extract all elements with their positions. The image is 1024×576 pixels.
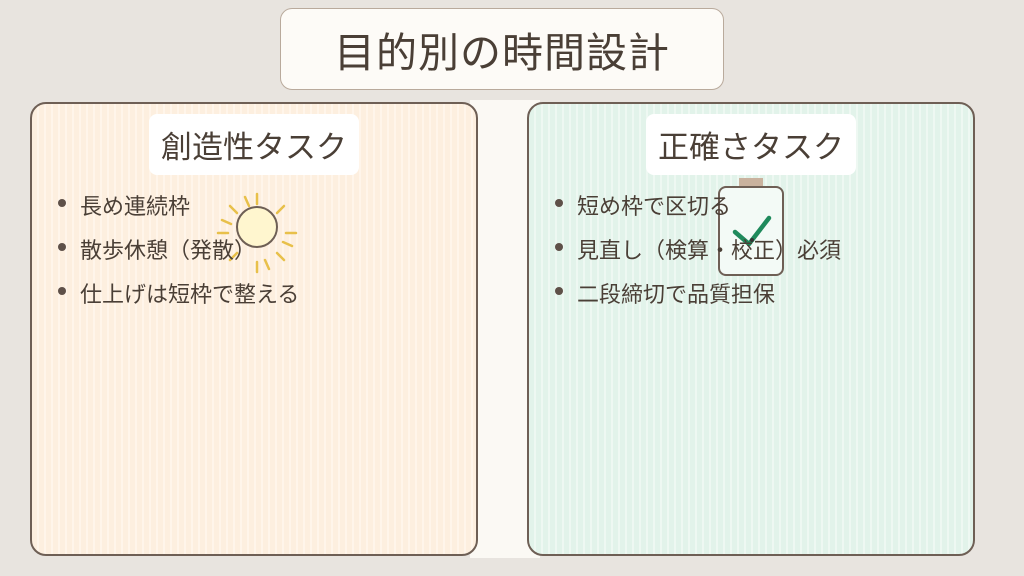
bullet-list: 長め連続枠 散歩休憩（発散） 仕上げは短枠で整える [54,186,299,318]
accuracy-task-panel: 正確さタスク 短め枠で区切る 見直し（検算・校正）必須 二段締切で品質担保 [527,102,975,556]
list-item: 長め連続枠 [54,186,299,230]
list-item: 短め枠で区切る [551,186,841,230]
list-item: 見直し（検算・校正）必須 [551,230,841,274]
sun-icon [216,192,298,274]
clipboard-check-icon [718,178,784,276]
bullet-list: 短め枠で区切る 見直し（検算・校正）必須 二段締切で品質担保 [551,186,841,318]
panel-title: 正確さタスク [646,114,856,175]
creative-task-panel: 創造性タスク 長め連続枠 散歩休憩（発散） 仕上げは短枠で整える [30,102,478,556]
page-title: 目的別の時間設計 [280,8,724,90]
list-item: 二段締切で品質担保 [551,274,841,318]
panel-title: 創造性タスク [149,114,359,175]
list-item: 仕上げは短枠で整える [54,274,299,318]
list-item: 散歩休憩（発散） [54,230,299,274]
